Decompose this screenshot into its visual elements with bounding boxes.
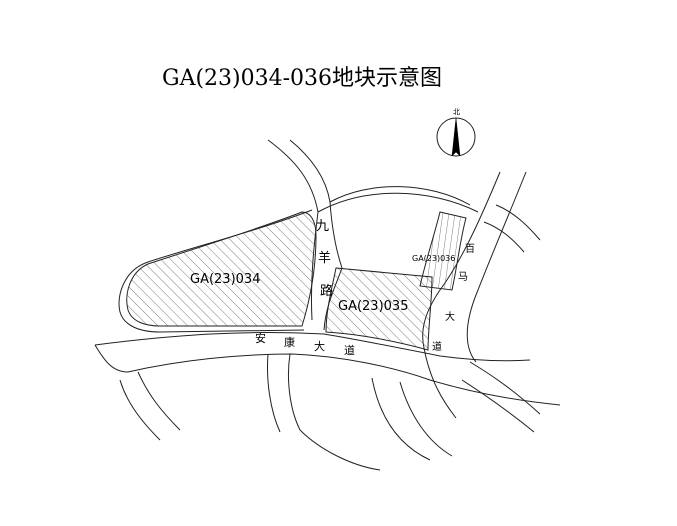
map-title: GA(23)034-036地块示意图	[162, 66, 442, 91]
north-label: 北	[453, 108, 460, 116]
road-label-baima-1: 百	[465, 243, 475, 255]
plot-034-label: GA(23)034	[190, 272, 260, 287]
road-edge	[287, 353, 301, 431]
north-arrow-icon: 北	[436, 108, 476, 157]
road-label-jiuyang-3: 路	[320, 283, 333, 299]
road-edge	[119, 379, 161, 441]
road-edge	[299, 429, 381, 471]
plot-035-label: GA(23)035	[338, 299, 408, 314]
plot-035-area	[325, 267, 433, 351]
road-edge	[317, 192, 479, 213]
road-label-jiuyang-2: 羊	[318, 250, 331, 266]
plot-034-area	[126, 211, 317, 327]
road-label-baima-2: 马	[458, 271, 468, 283]
road-edge	[137, 371, 181, 431]
road-edge	[466, 171, 527, 363]
road-label-ankang-2: 康	[284, 335, 295, 349]
road-edge	[329, 186, 471, 206]
road-edge	[461, 379, 535, 433]
road-edge	[323, 201, 343, 331]
road-edge	[127, 353, 561, 406]
road-label-ankang-4: 道	[344, 343, 355, 357]
road-label-jiuyang-1: 九	[316, 219, 329, 234]
road-edge	[94, 344, 129, 373]
road-edge	[267, 353, 281, 433]
road-edge	[267, 139, 319, 213]
road-label-ankang-1: 安	[255, 331, 266, 345]
road-label-baima-4: 道	[432, 340, 442, 353]
road-label-baima-3: 大	[445, 310, 455, 323]
plot-036-label: GA(23)036	[412, 254, 455, 263]
road-edge	[371, 377, 431, 461]
road-label-ankang-3: 大	[314, 339, 325, 353]
road-edge	[495, 204, 541, 241]
road-edge	[289, 139, 331, 203]
road-edge	[399, 381, 453, 457]
plot-036-area	[419, 211, 467, 291]
road-edge	[422, 171, 501, 419]
road-network	[94, 139, 561, 471]
road-edge	[483, 221, 525, 253]
road-edge	[94, 331, 531, 362]
road-edge	[469, 361, 541, 415]
